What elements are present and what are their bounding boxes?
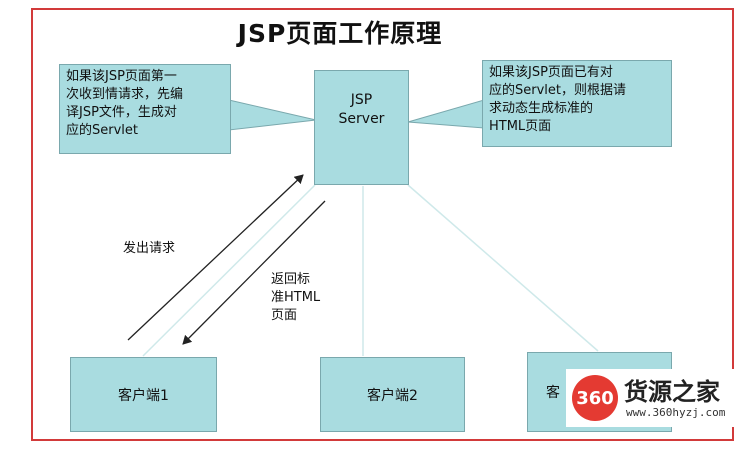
right-note-line: HTML页面 bbox=[489, 119, 552, 134]
server-client1-line bbox=[142, 184, 316, 357]
client-2-node: 客户端2 bbox=[320, 357, 465, 432]
send-request-label: 发出请求 bbox=[123, 241, 176, 256]
diagram-title: JSP页面工作原理 bbox=[237, 19, 443, 48]
watermark-badge: 360 bbox=[572, 375, 618, 421]
server-label-line1: JSP bbox=[350, 92, 373, 108]
watermark-url: www.360hyzj.com bbox=[626, 406, 726, 419]
watermark-name: 货源之家 bbox=[624, 377, 720, 406]
return-label-line: 准HTML bbox=[271, 290, 321, 305]
return-label-line: 返回标 bbox=[271, 272, 311, 287]
left-note-line: 译JSP文件，生成对 bbox=[66, 105, 177, 120]
existing-servlet-note: 如果该JSP页面已有对 应的Servlet，则根据请 求动态生成标准的 HTML… bbox=[482, 60, 672, 147]
jsp-server-node: JSP Server bbox=[314, 70, 409, 185]
client-1-node: 客户端1 bbox=[70, 357, 217, 432]
watermark-logo: 360 货源之家 www.360hyzj.com bbox=[566, 369, 746, 427]
left-note-line: 如果该JSP页面第一 bbox=[66, 69, 177, 84]
right-callout-tail bbox=[407, 99, 485, 129]
server-client3-line bbox=[407, 184, 599, 352]
server-label-line2: Server bbox=[338, 111, 385, 127]
request-arrow bbox=[127, 174, 304, 341]
left-note-line: 次收到情请求，先编 bbox=[66, 87, 184, 102]
right-note-line: 如果该JSP页面已有对 bbox=[489, 65, 613, 80]
right-note-line: 应的Servlet，则根据请 bbox=[489, 83, 626, 98]
response-arrow bbox=[182, 200, 326, 345]
diagram-frame bbox=[31, 8, 734, 441]
left-callout-tail bbox=[228, 99, 317, 131]
return-label-line: 页面 bbox=[271, 308, 298, 323]
return-html-label: 返回标 准HTML 页面 bbox=[271, 271, 351, 325]
first-request-note: 如果该JSP页面第一 次收到情请求，先编 译JSP文件，生成对 应的Servle… bbox=[59, 64, 231, 154]
left-note-line: 应的Servlet bbox=[66, 123, 138, 138]
right-note-line: 求动态生成标准的 bbox=[489, 101, 594, 116]
